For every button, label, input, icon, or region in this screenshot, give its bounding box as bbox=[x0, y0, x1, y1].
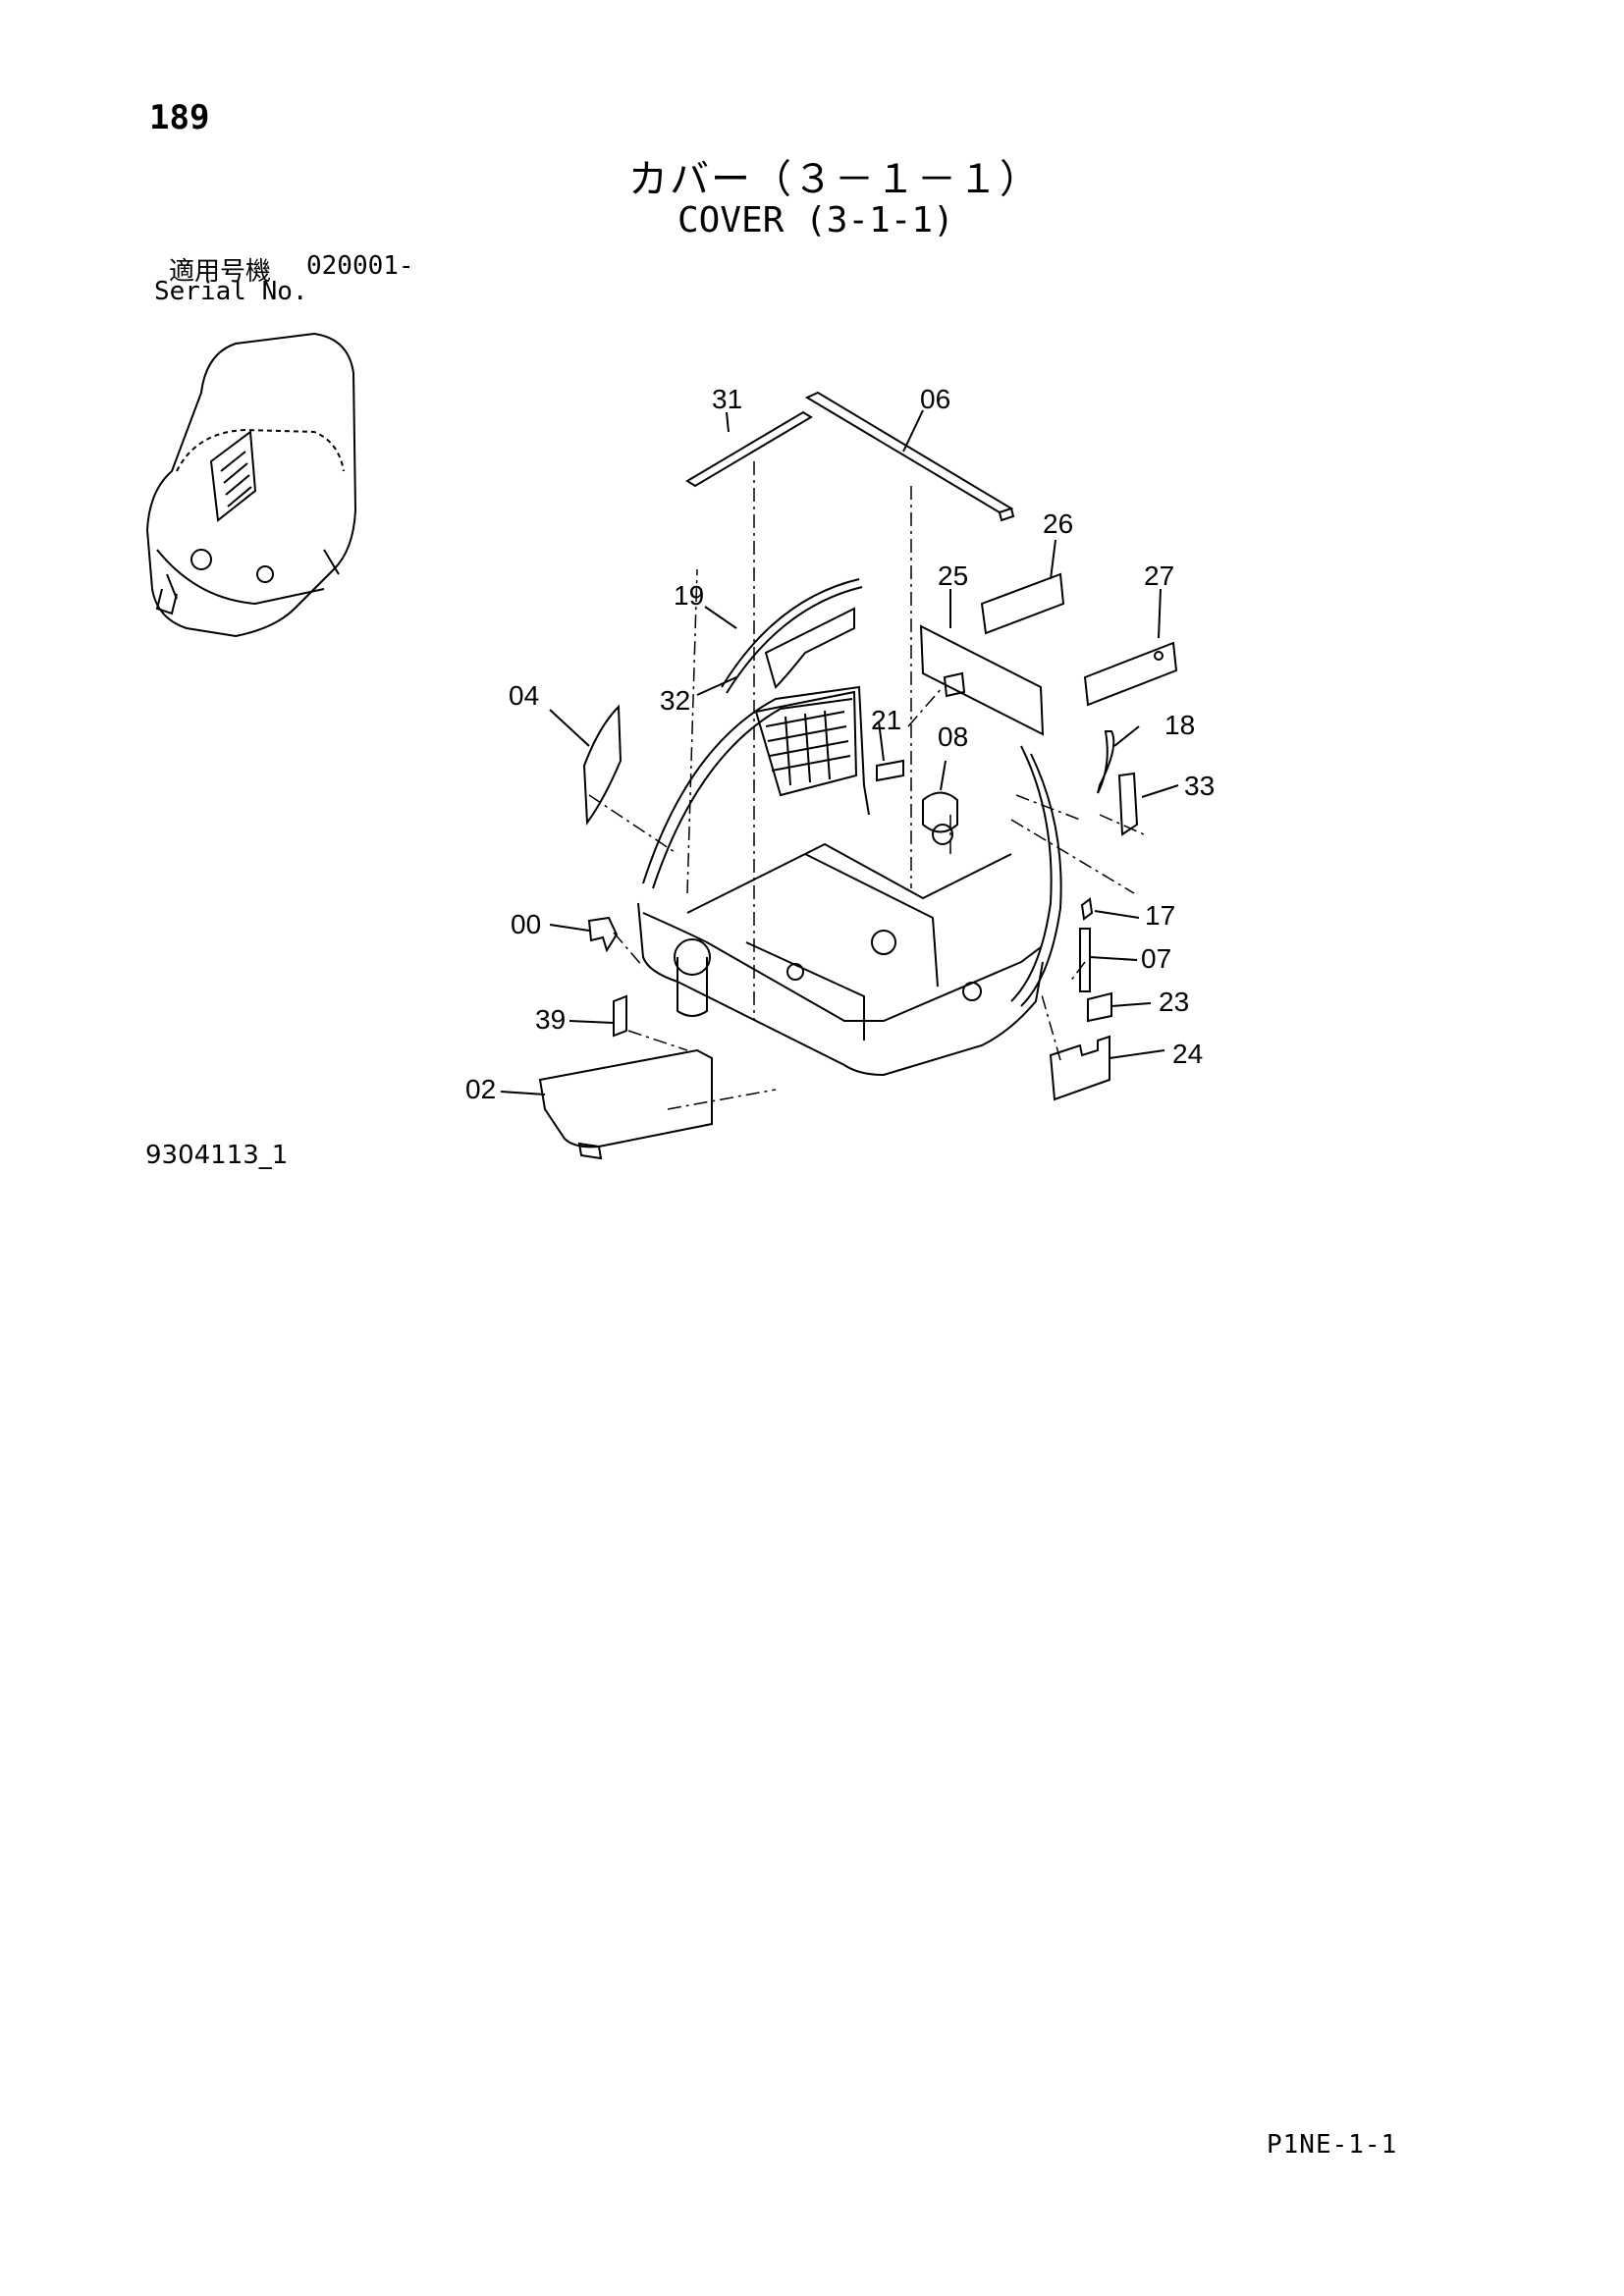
serial-label-jp: 適用号機 bbox=[169, 257, 272, 287]
part-04-shape bbox=[582, 704, 623, 826]
part-39-shape bbox=[613, 994, 627, 1038]
part-21-shape bbox=[876, 759, 904, 782]
callout-17: 17 bbox=[1145, 900, 1175, 931]
drawing-id: 9304113_1 bbox=[145, 1141, 289, 1170]
footer-code: P1NE-1-1 bbox=[1267, 2130, 1398, 2160]
callout-18: 18 bbox=[1164, 710, 1195, 740]
callout-19: 19 bbox=[674, 580, 704, 611]
main-cover-body bbox=[637, 685, 1062, 1077]
page-title-jp: カバー（３－１－１） bbox=[628, 157, 1041, 202]
part-23-shape bbox=[1087, 991, 1112, 1023]
callout-04: 04 bbox=[509, 680, 539, 711]
part-33-shape bbox=[1117, 772, 1139, 836]
part-24-shape bbox=[1049, 1035, 1110, 1101]
serial-label-en: Serial No. bbox=[154, 277, 308, 306]
callout-25: 25 bbox=[938, 561, 968, 591]
callout-27: 27 bbox=[1144, 561, 1174, 591]
callout-08: 08 bbox=[938, 721, 968, 752]
part-06-shape bbox=[804, 391, 1014, 514]
callout-32: 32 bbox=[660, 685, 690, 716]
part-19-shape bbox=[721, 578, 860, 688]
part-32-shape bbox=[764, 607, 855, 689]
callout-23: 23 bbox=[1159, 987, 1189, 1017]
callout-06: 06 bbox=[920, 384, 950, 414]
callout-21: 21 bbox=[871, 705, 901, 735]
callout-02: 02 bbox=[465, 1074, 496, 1104]
callout-24: 24 bbox=[1172, 1039, 1203, 1069]
part-02-shape bbox=[538, 1048, 713, 1148]
part-31-shape bbox=[685, 410, 813, 488]
callout-33: 33 bbox=[1184, 771, 1215, 801]
part-26-shape bbox=[980, 572, 1065, 635]
callout-31: 31 bbox=[712, 384, 742, 414]
page-title-en: COVER (3-1-1) bbox=[677, 200, 954, 240]
machine-thumbnail bbox=[145, 332, 357, 638]
serial-value: 020001- bbox=[306, 251, 414, 281]
part-07-shape bbox=[1079, 928, 1091, 992]
callout-07: 07 bbox=[1141, 943, 1171, 974]
part-18-shape bbox=[1097, 730, 1115, 794]
callout-00: 00 bbox=[511, 909, 541, 939]
part-25-shape bbox=[919, 624, 1045, 736]
page-number: 189 bbox=[149, 98, 210, 137]
part-17-shape bbox=[1080, 897, 1094, 921]
part-00-shape bbox=[587, 916, 619, 953]
callout-26: 26 bbox=[1043, 508, 1073, 539]
part-27-shape bbox=[1083, 641, 1178, 707]
callout-39: 39 bbox=[535, 1004, 566, 1035]
part-08-shape bbox=[922, 791, 958, 833]
